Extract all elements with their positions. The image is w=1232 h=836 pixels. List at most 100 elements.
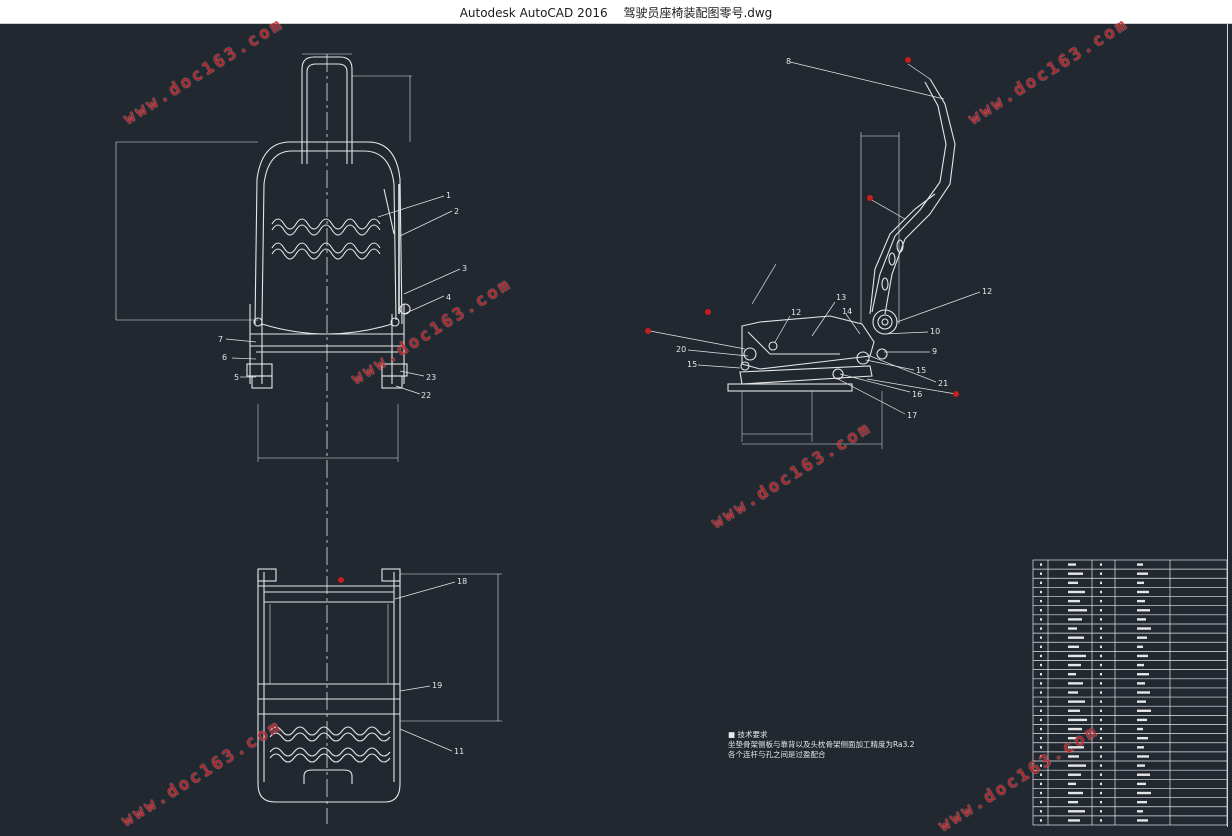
bom-cell: [1040, 590, 1042, 594]
bom-cell: [1040, 700, 1042, 703]
app-title: Autodesk AutoCAD 2016: [459, 6, 608, 20]
bom-cell: [1040, 663, 1042, 667]
svg-text:13: 13: [836, 293, 846, 302]
bom-cell: [1137, 673, 1149, 676]
bom-cell: [1040, 727, 1042, 731]
svg-text:2: 2: [454, 207, 459, 216]
bom-cell: [1100, 810, 1102, 813]
bom-cell: [1068, 663, 1081, 667]
bom-cell: [1068, 563, 1076, 566]
bom-cell: [1068, 736, 1077, 740]
svg-text:17: 17: [907, 411, 917, 420]
bom-cell: [1068, 700, 1085, 703]
bom-cell: [1040, 645, 1042, 649]
bom-cell: [1040, 709, 1042, 712]
bom-cell: [1137, 654, 1148, 658]
notes-line-1: 坐垫骨架侧板与靠背以及头枕骨架侧面加工精度为Ra3.2: [728, 740, 915, 749]
technical-notes: ■ 技术要求 坐垫骨架侧板与靠背以及头枕骨架侧面加工精度为Ra3.2 各个连杆与…: [728, 730, 915, 760]
svg-text:15: 15: [916, 366, 926, 375]
title-bar: Autodesk AutoCAD 2016 驾驶员座椅装配图零号.dwg: [0, 0, 1232, 24]
svg-text:8: 8: [786, 57, 791, 66]
svg-text:9: 9: [932, 347, 937, 356]
bom-cell: [1100, 773, 1102, 776]
bom-cell: [1100, 682, 1102, 685]
bom-cell: [1137, 572, 1148, 575]
bom-cell: [1068, 727, 1082, 731]
bom-cell: [1068, 636, 1084, 639]
bom-cell: [1100, 609, 1102, 612]
bom-cell: [1100, 581, 1102, 585]
bom-cell: [1040, 599, 1042, 603]
bom-cell: [1100, 718, 1102, 722]
svg-text:11: 11: [454, 747, 464, 756]
bom-cell: [1040, 800, 1042, 804]
bom-cell: [1040, 654, 1042, 658]
bom-cell: [1068, 718, 1087, 722]
notes-heading: ■ 技术要求: [728, 730, 768, 739]
bom-cell: [1040, 746, 1042, 749]
bom-cell: [1100, 746, 1102, 749]
bom-cell: [1100, 599, 1102, 603]
bom-cell: [1137, 618, 1146, 621]
bom-cell: [1068, 599, 1080, 603]
bom-cell: [1137, 599, 1145, 603]
bom-cell: [1100, 654, 1102, 658]
bom-cell: [1100, 673, 1102, 676]
bom-cell: [1068, 810, 1085, 813]
bom-cell: [1068, 609, 1087, 612]
svg-text:3: 3: [462, 264, 467, 273]
svg-text:14: 14: [842, 307, 852, 316]
bom-cell: [1068, 691, 1078, 694]
bom-cell: [1068, 800, 1078, 804]
bom-cell: [1068, 581, 1078, 585]
bom-cell: [1137, 764, 1145, 767]
bom-cell: [1100, 755, 1102, 758]
front-view[interactable]: 12 34 56 723 22: [115, 53, 467, 824]
bom-cell: [1137, 709, 1151, 712]
bom-cell: [1100, 590, 1102, 594]
bom-cell: [1100, 691, 1102, 694]
bom-cell: [1068, 791, 1083, 795]
bom-cell: [1100, 764, 1102, 767]
bom-table[interactable]: [1032, 559, 1228, 826]
bom-cell: [1040, 718, 1042, 722]
bom-cell: [1068, 746, 1084, 749]
bom-cell: [1100, 782, 1102, 786]
svg-text:4: 4: [446, 293, 451, 302]
bom-cell: [1040, 810, 1042, 813]
svg-text:5: 5: [234, 373, 239, 382]
svg-text:12: 12: [791, 308, 801, 317]
bom-cell: [1068, 764, 1086, 767]
svg-text:15: 15: [687, 360, 697, 369]
bom-cell: [1137, 736, 1148, 740]
bom-cell: [1137, 663, 1144, 667]
bom-cell: [1137, 645, 1143, 649]
bom-cell: [1137, 590, 1149, 594]
bom-cell: [1040, 618, 1042, 621]
bom-cell: [1137, 746, 1144, 749]
bom-cell: [1137, 609, 1150, 612]
svg-text:22: 22: [421, 391, 431, 400]
bom-cell: [1040, 691, 1042, 694]
bom-cell: [1100, 800, 1102, 804]
bom-cell: [1068, 682, 1083, 685]
bom-cell: [1137, 700, 1146, 703]
bom-cell: [1100, 618, 1102, 621]
svg-text:21: 21: [938, 379, 948, 388]
bom-cell: [1100, 791, 1102, 795]
bom-cell: [1137, 755, 1149, 758]
bom-cell: [1040, 572, 1042, 575]
bom-cell: [1040, 609, 1042, 612]
svg-text:16: 16: [912, 390, 922, 399]
bom-cell: [1137, 718, 1147, 722]
bom-cell: [1137, 800, 1147, 804]
svg-text:1: 1: [446, 191, 451, 200]
bom-cell: [1100, 636, 1102, 639]
svg-text:20: 20: [676, 345, 686, 354]
svg-text:18: 18: [457, 577, 467, 586]
bom-cell: [1068, 618, 1082, 621]
bom-cell: [1068, 709, 1080, 712]
